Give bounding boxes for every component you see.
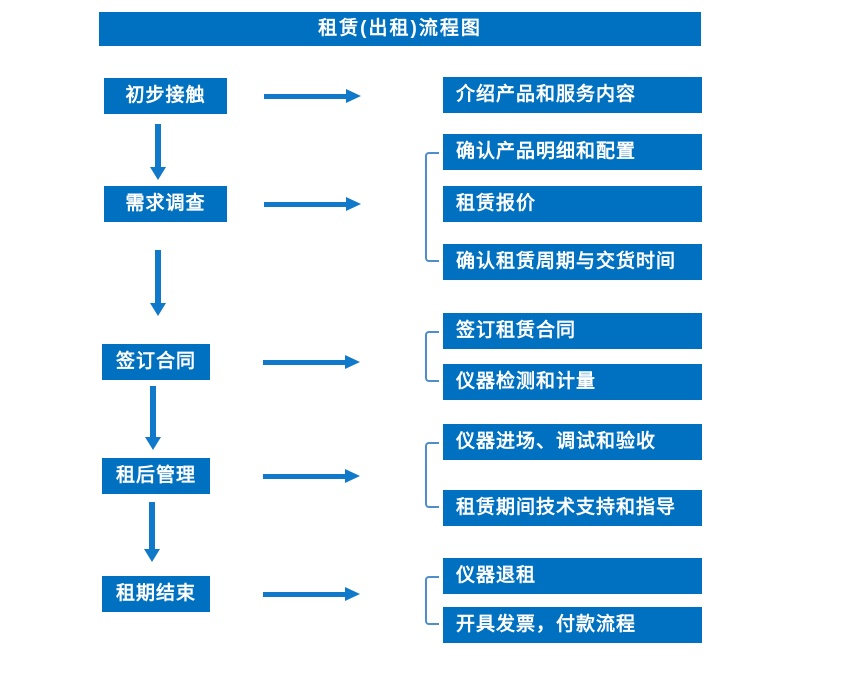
group-bracket: [425, 442, 439, 508]
right-arrow-shaft: [264, 94, 348, 99]
detail-box-confirm-rental-period-delivery: 确认租赁周期与交货时间: [443, 244, 702, 280]
group-bracket: [425, 152, 439, 262]
down-arrow-head-icon: [145, 437, 161, 450]
detail-box-instrument-arrival-acceptance: 仪器进场、调试和验收: [443, 424, 702, 460]
right-arrow-shaft: [264, 202, 348, 207]
right-arrow: [264, 197, 361, 211]
right-arrow-head-icon: [346, 89, 361, 103]
right-arrow-head-icon: [345, 587, 360, 601]
detail-box-invoice-payment: 开具发票，付款流程: [443, 607, 702, 643]
detail-box-sign-rental-contract: 签订租赁合同: [443, 313, 702, 349]
down-arrow-shaft: [150, 386, 156, 439]
right-arrow-shaft: [263, 474, 347, 479]
down-arrow: [144, 502, 160, 562]
right-arrow-shaft: [263, 592, 347, 597]
down-arrow-head-icon: [150, 167, 166, 180]
right-arrow: [263, 469, 360, 483]
detail-box-instrument-inspection-metering: 仪器检测和计量: [443, 364, 702, 400]
right-arrow-head-icon: [346, 197, 361, 211]
right-arrow-shaft: [263, 360, 347, 365]
down-arrow-head-icon: [150, 303, 166, 316]
right-arrow: [263, 587, 360, 601]
detail-box-confirm-product-details: 确认产品明细和配置: [443, 134, 702, 170]
detail-box-rental-quotation: 租赁报价: [443, 186, 702, 222]
right-arrow: [264, 89, 361, 103]
stage-box-contract-signing: 签订合同: [102, 344, 210, 380]
right-arrow-head-icon: [345, 469, 360, 483]
down-arrow: [150, 124, 166, 180]
down-arrow: [150, 250, 166, 316]
group-bracket: [425, 576, 439, 625]
right-arrow: [263, 355, 360, 369]
stage-box-post-rental-management: 租后管理: [102, 458, 210, 494]
stage-box-initial-contact: 初步接触: [104, 78, 227, 114]
down-arrow: [145, 386, 161, 450]
group-bracket: [425, 331, 439, 382]
diagram-title: 租赁(出租)流程图: [99, 12, 701, 46]
right-arrow-head-icon: [345, 355, 360, 369]
down-arrow-head-icon: [144, 549, 160, 562]
down-arrow-shaft: [155, 250, 161, 305]
detail-box-intro-products-services: 介绍产品和服务内容: [443, 77, 702, 113]
down-arrow-shaft: [155, 124, 161, 169]
stage-box-rental-period-end: 租期结束: [102, 576, 210, 612]
detail-box-instrument-return: 仪器退租: [443, 558, 702, 594]
stage-box-requirement-survey: 需求调查: [104, 186, 227, 222]
down-arrow-shaft: [149, 502, 155, 551]
detail-box-rental-technical-support: 租赁期间技术支持和指导: [443, 490, 702, 526]
